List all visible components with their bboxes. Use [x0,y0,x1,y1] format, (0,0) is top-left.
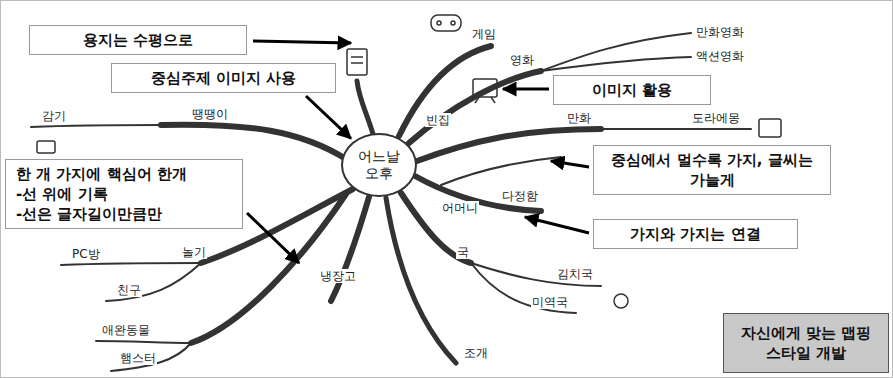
callout-box: 중심주제 이미지 사용 [111,63,336,93]
branch-keyword: 감기 [41,109,67,123]
node-text: 용지는 수평으로 [40,30,236,50]
branch-keyword: 만화영화 [695,25,745,39]
text-group: 자신에게 맞는 맵핑 스타일 개발 [734,323,878,363]
text-group: 어느날 오후 [355,148,403,182]
node-text: -선은 글자길이만큼만 [16,204,232,224]
branch-keyword: 놀기 [181,245,207,259]
branch-keyword: 게임 [471,27,497,41]
node-text: 이미지 활용 [564,80,700,100]
callout-box: 가지와 가지는 연결 [593,219,798,249]
branch-keyword: 조개 [463,346,489,360]
branch-keyword: 도라에몽 [691,111,741,125]
node-text: 어느날 오후 [355,148,403,182]
callout-box: 중심에서 멀수록 가지, 글씨는 가늘게 [593,145,831,195]
branch-keyword: 만화 [566,111,592,125]
branch-keyword: 땡땡이 [191,107,229,121]
node-text: 중심주제 이미지 사용 [122,68,325,88]
node-text: -선 위에 기록 [16,184,232,204]
summary-box: 자신에게 맞는 맵핑 스타일 개발 [723,313,889,373]
branch-keyword: 냉장고 [319,269,357,283]
callout-box: 한 개 가지에 핵심어 한개-선 위에 기록-선은 글자길이만큼만 [5,159,243,229]
node-text: 중심에서 멀수록 가지, 글씨는 가늘게 [604,150,820,190]
branch-keyword: 친구 [116,283,142,297]
node-text: 한 개 가지에 핵심어 한개 [16,164,232,184]
branch-keyword: 미역국 [531,295,569,309]
branch-keyword: 애완동물 [101,323,151,337]
branch-keyword: 빈집 [425,113,451,127]
node-text: 가지와 가지는 연결 [604,224,787,244]
branch-keyword: 어머니 [441,201,479,215]
branch-keyword: 다정함 [501,189,539,203]
central-topic: 어느날 오후 [341,133,417,197]
branch-keyword: PC방 [71,247,101,261]
branch-keyword: 국 [456,245,470,259]
branch-keyword: 김치국 [556,267,594,281]
callout-box: 이미지 활용 [553,75,711,105]
branch-keyword: 영화 [509,53,535,67]
branch-keyword: 액션영화 [695,49,745,63]
callout-box: 용지는 수평으로 [29,25,247,55]
callout-arrow [306,96,351,138]
node-text: 자신에게 맞는 맵핑 스타일 개발 [734,323,878,363]
branch-keyword: 햄스터 [119,351,157,365]
